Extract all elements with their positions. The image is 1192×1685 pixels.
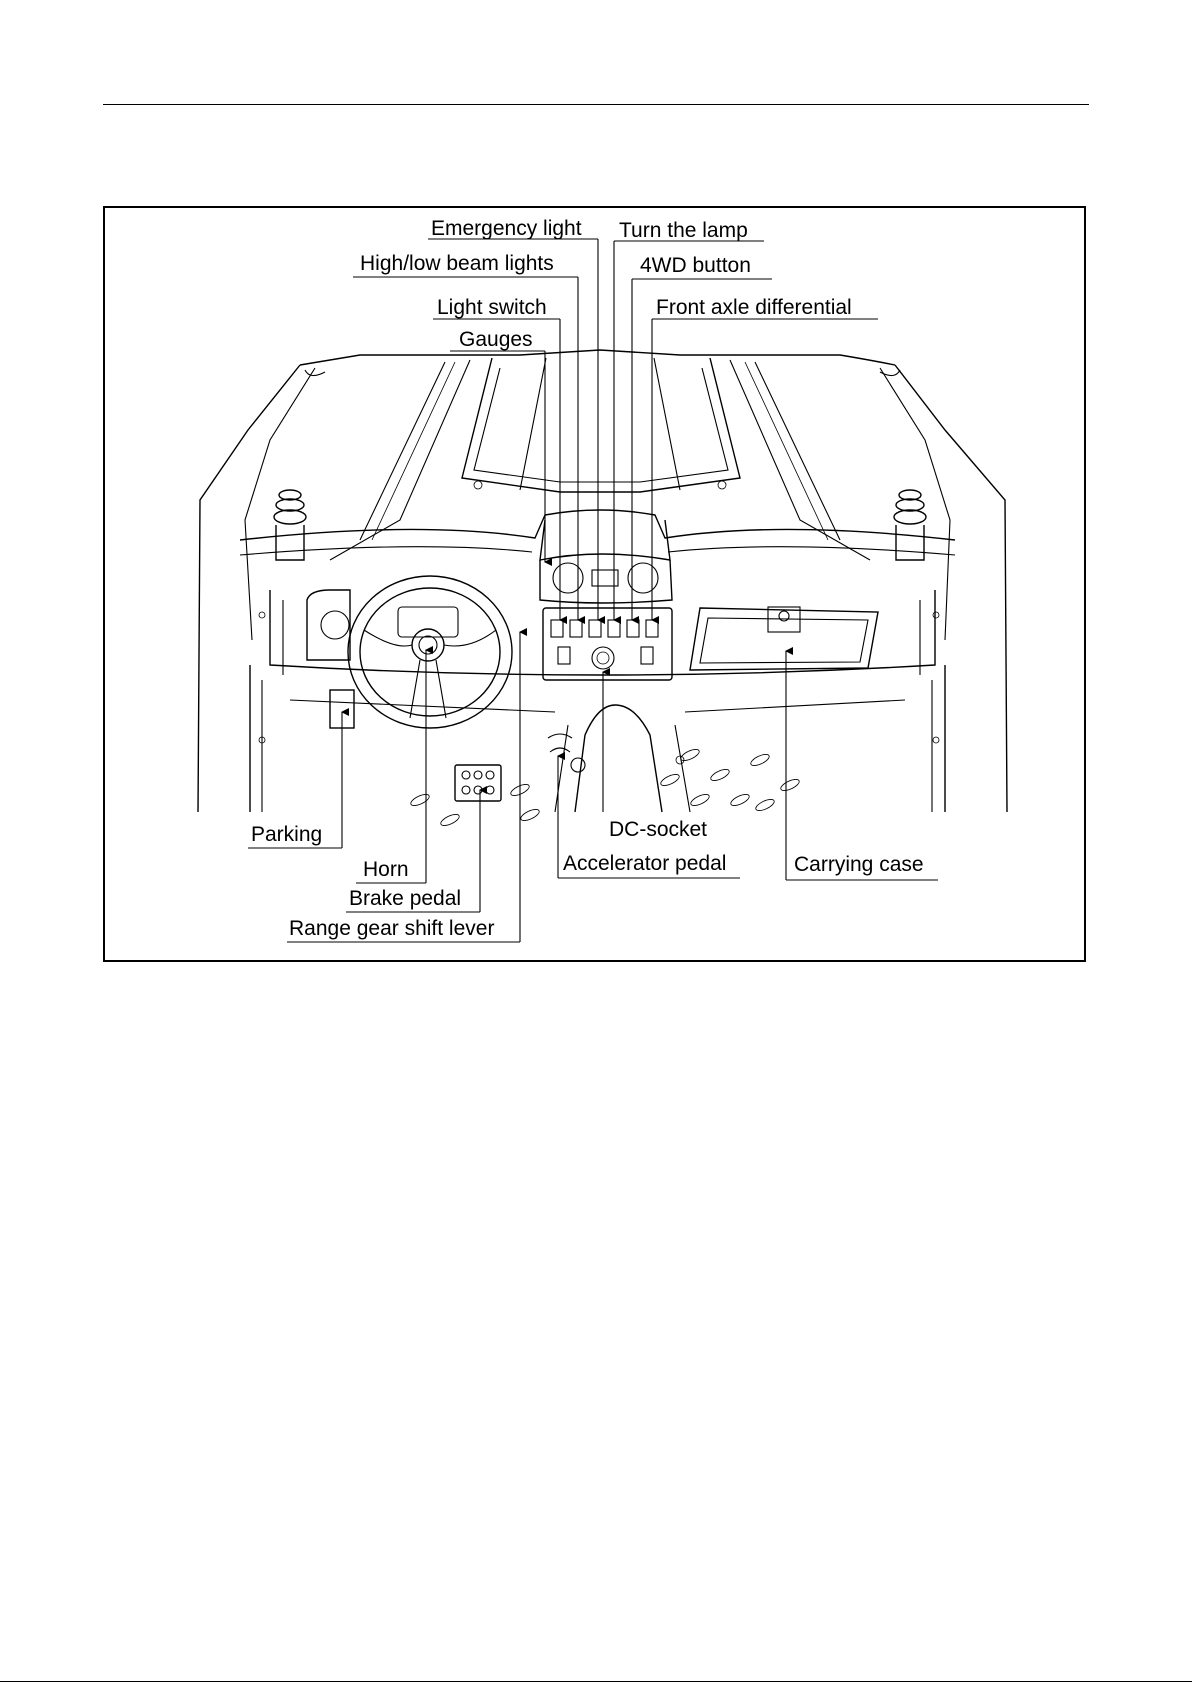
label-light-switch: Light switch (437, 296, 547, 319)
label-gauges: Gauges (459, 328, 533, 351)
label-carrying-case: Carrying case (794, 853, 924, 876)
label-dc-socket: DC-socket (609, 818, 707, 841)
label-emergency-light: Emergency light (431, 217, 582, 240)
label-4wd-button: 4WD button (640, 254, 751, 277)
label-brake-pedal: Brake pedal (349, 887, 461, 910)
label-accelerator-pedal: Accelerator pedal (563, 852, 726, 875)
label-turn-the-lamp: Turn the lamp (619, 219, 748, 242)
label-high-low-beam: High/low beam lights (360, 252, 554, 275)
leader-lines (248, 239, 938, 942)
label-range-gear-shift-lever: Range gear shift lever (289, 917, 494, 940)
label-horn: Horn (363, 858, 409, 881)
label-parking: Parking (251, 823, 322, 846)
label-front-axle-differential: Front axle differential (656, 296, 852, 319)
footer-rule (0, 1681, 1192, 1682)
